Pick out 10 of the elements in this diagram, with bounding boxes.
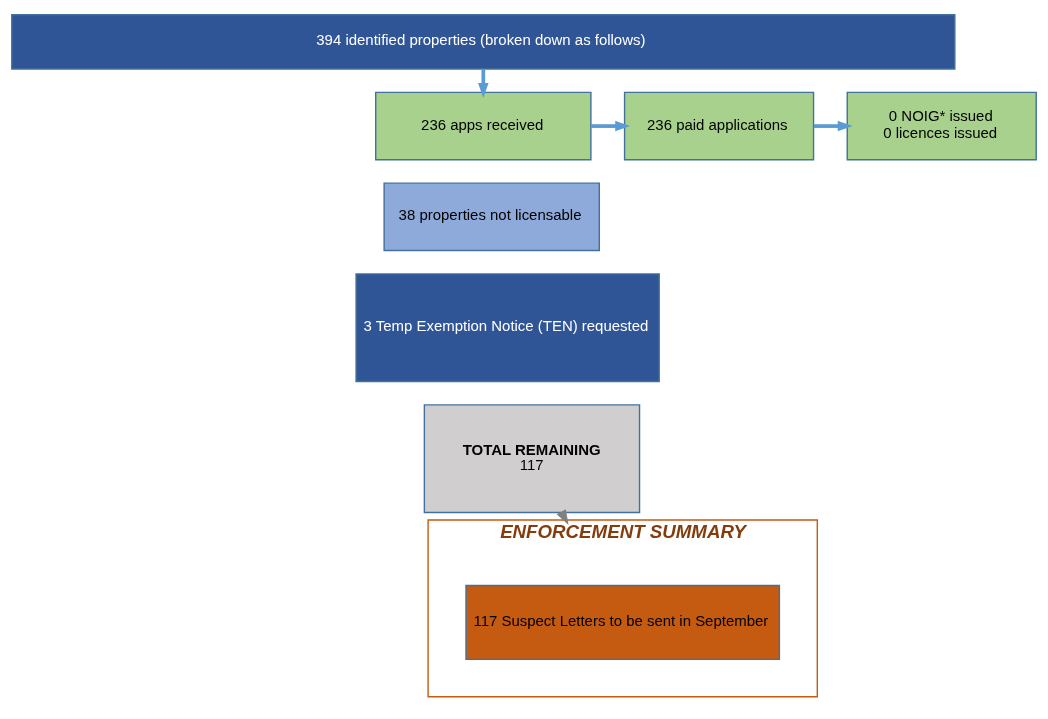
node-box: 394 identified properties (broken down as follows): [11, 14, 956, 70]
node-box: 236 paid applications: [623, 91, 815, 161]
node-box: 3 Temp Exemption Notice (TEN) requested: [355, 273, 660, 383]
node-box: 117 Suspect Letters to be sent in September: [465, 584, 781, 661]
arrow: [591, 120, 631, 132]
node-box: 236 apps received: [375, 91, 592, 161]
node-box: 38 properties not licensable: [383, 182, 600, 252]
arrow: [813, 120, 853, 132]
node-box: 0 NOIG* issued 0 licences issued: [846, 91, 1037, 161]
arrow: [478, 69, 489, 98]
